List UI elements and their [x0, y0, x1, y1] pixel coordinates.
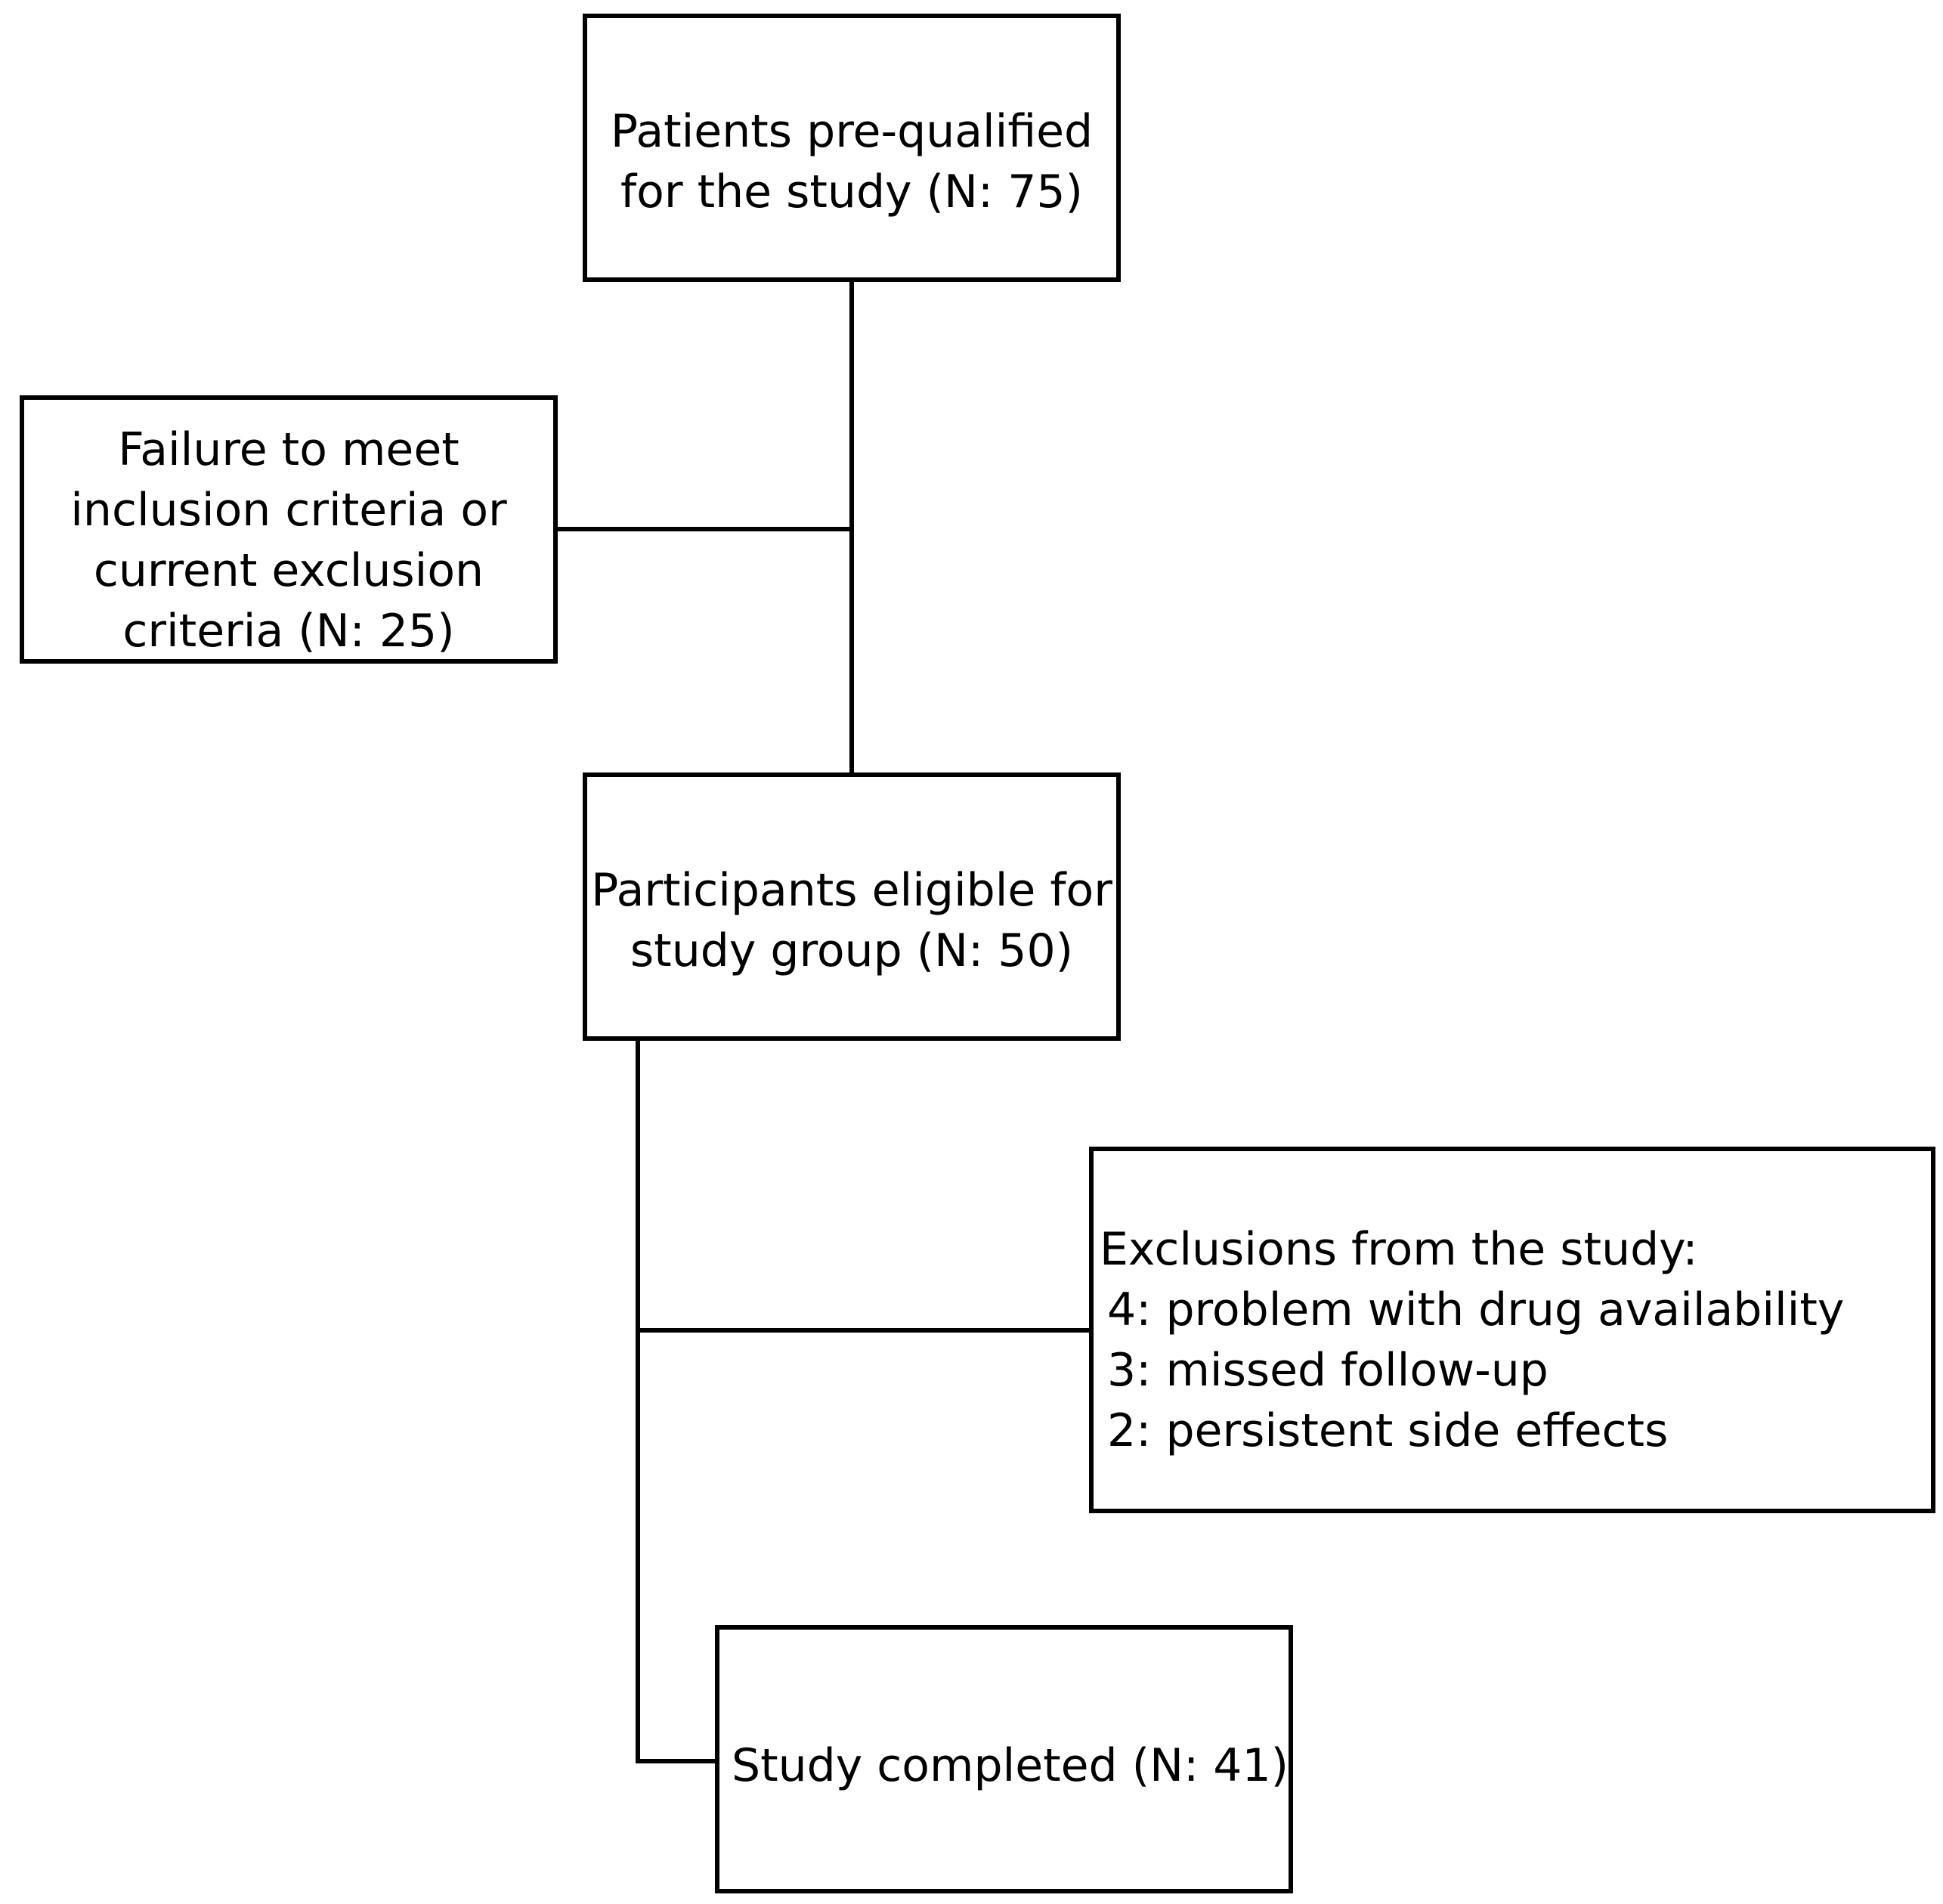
box-patients-prequalified: Patients pre-qualified for the study (N:… [583, 14, 1121, 282]
exclusions-heading: Exclusions from the study: [1100, 1223, 1698, 1276]
box-text-line: Patients pre-qualified [610, 105, 1094, 158]
box-participants-eligible: Participants eligible for study group (N… [583, 772, 1121, 1041]
box-text-line: Failure to meet [118, 423, 459, 476]
box-text-line: criteria (N: 25) [122, 605, 455, 658]
box-text-line: Study completed (N: 41) [732, 1739, 1289, 1792]
box-failure-criteria: Failure to meet inclusion criteria or cu… [20, 395, 558, 664]
exclusion-item: 3: missed follow-up [1107, 1344, 1549, 1397]
exclusion-item: 2: persistent side effects [1107, 1404, 1669, 1457]
box-text-line: for the study (N: 75) [620, 166, 1083, 218]
box-text-line: inclusion criteria or [70, 484, 507, 537]
exclusion-item: 4: problem with drug availability [1107, 1283, 1845, 1336]
box-text-line: study group (N: 50) [630, 924, 1074, 977]
box-exclusions: Exclusions from the study: 4: problem wi… [1089, 1147, 1935, 1513]
box-study-completed: Study completed (N: 41) [715, 1625, 1293, 1893]
box-text-line: current exclusion [93, 544, 484, 597]
box-text-line: Participants eligible for [591, 864, 1112, 917]
